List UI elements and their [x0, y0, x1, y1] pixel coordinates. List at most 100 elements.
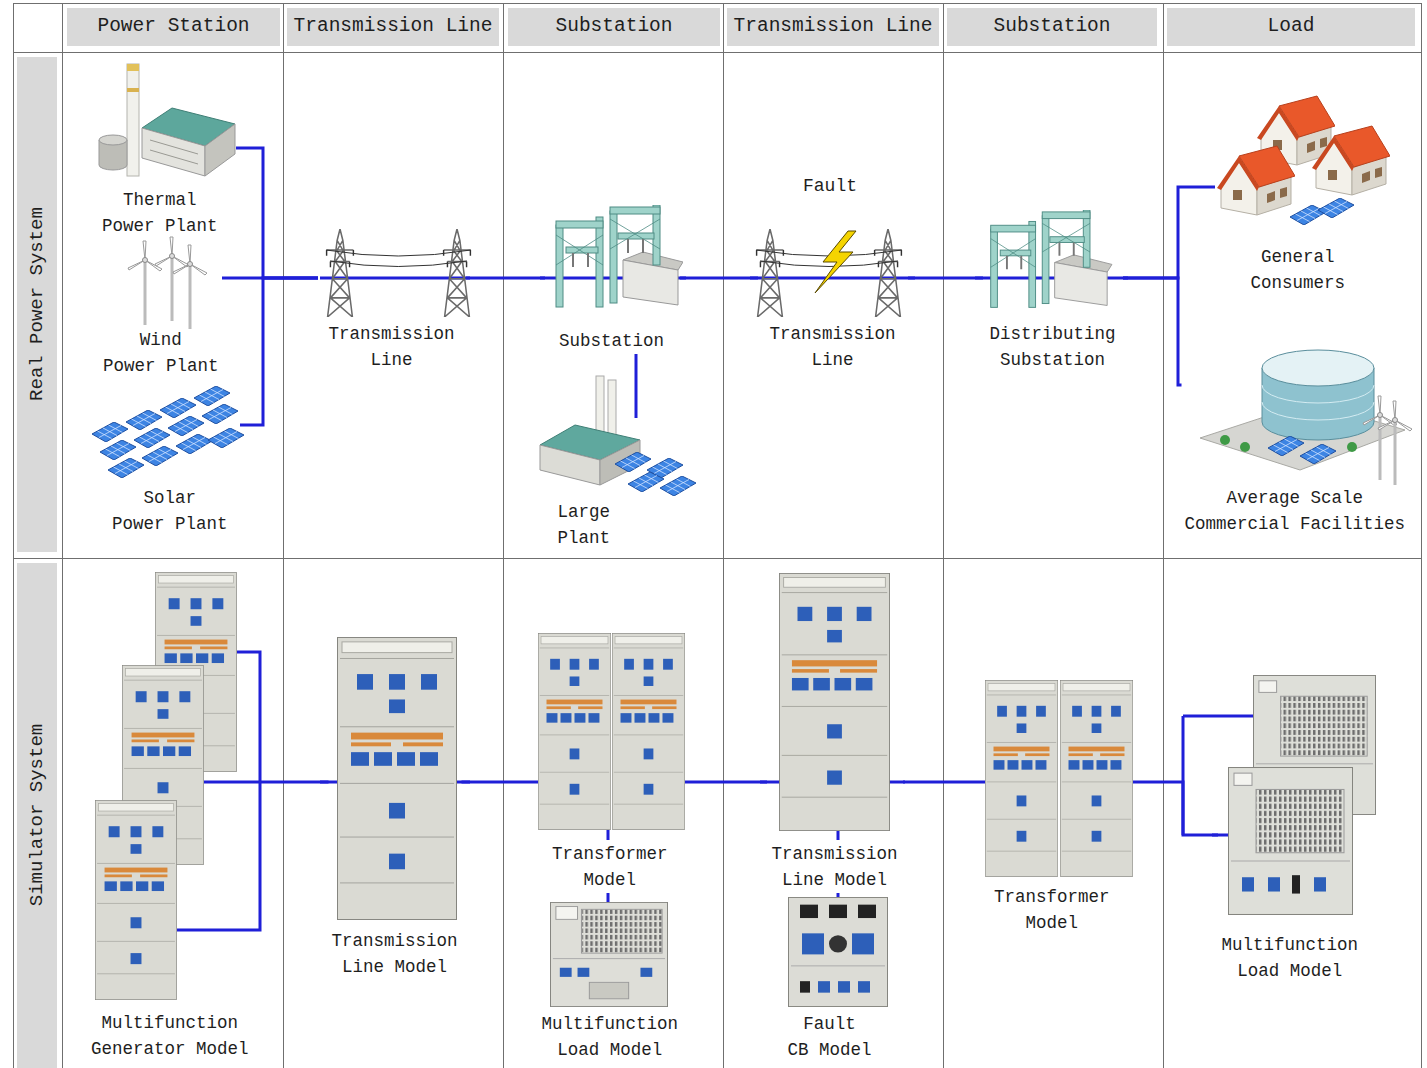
row-header-cell [17, 563, 57, 1068]
house [1312, 126, 1390, 195]
component-node: Substation [545, 205, 680, 354]
row-header-cell [17, 57, 57, 552]
header-cell [508, 8, 720, 46]
tree [1240, 442, 1250, 452]
node-caption: Distributing Substation [990, 321, 1116, 373]
row-header: Simulator System [26, 724, 49, 906]
tower [875, 229, 902, 317]
generator-bus [177, 652, 265, 930]
header-cell [67, 8, 280, 46]
overhead-wire [326, 250, 471, 267]
tree [1220, 435, 1230, 445]
component-node: Transformer Model [985, 680, 1133, 936]
node-caption: Multifunction Load Model [542, 1011, 679, 1063]
node-caption: Multifunction Load Model [1222, 932, 1359, 984]
solar-panel [142, 446, 178, 466]
substation-illustration [556, 205, 683, 307]
node-caption: Transmission Line [770, 321, 896, 373]
wind-turbine [128, 241, 162, 325]
component-node: Multifunction Load Model [1218, 675, 1378, 984]
solar-panel [160, 398, 196, 418]
load-cabinet [1229, 768, 1353, 915]
node-caption: Substation [559, 328, 664, 354]
breaker-cabinet [789, 897, 888, 1006]
house [1217, 146, 1295, 215]
thermal-plant-illustration [99, 64, 235, 176]
plant-wall [142, 128, 205, 176]
component-node: Fault CB Model [785, 897, 889, 1063]
component-node: Large Plant [530, 418, 700, 551]
load-cabinet [550, 902, 667, 1006]
header-cell [727, 8, 939, 46]
solar-panel [168, 416, 204, 436]
power-line [236, 148, 318, 278]
line-cabinet [779, 573, 889, 830]
solar-panel [1290, 205, 1326, 225]
header-cell [947, 8, 1157, 46]
transformer-cabinet [1060, 680, 1132, 876]
chimney-band [127, 88, 139, 92]
tank-top [99, 135, 127, 145]
component-node: Transmission Line Model [767, 572, 903, 893]
header-cell [1167, 8, 1415, 46]
component-node: Thermal Power Plant [95, 62, 236, 239]
row-header: Real Power System [26, 207, 49, 401]
component-node: Transmission Line Model [329, 636, 462, 980]
solar-panel [92, 422, 128, 442]
solar-panel [134, 428, 170, 448]
power-line [462, 781, 539, 784]
power-line [1123, 187, 1215, 278]
column-header: Substation [508, 8, 720, 46]
office-roof [1262, 350, 1374, 386]
power-line [1123, 278, 1182, 385]
column-header: Power Station [67, 8, 280, 46]
wind-plant-illustration [128, 237, 207, 329]
tower [444, 229, 471, 317]
plant-windows [150, 140, 198, 164]
solar-panel [615, 452, 651, 472]
node-caption: Thermal Power Plant [102, 187, 218, 239]
plant-wall [205, 124, 235, 176]
wind-turbine [1363, 396, 1397, 480]
power-line [466, 277, 545, 280]
generator-cabinet [95, 800, 176, 999]
transformer-cabinet [538, 633, 610, 829]
component-node: Transmission Line [758, 226, 908, 373]
power-line [685, 781, 767, 784]
transformer-cabinet [985, 680, 1057, 876]
column-header: Transmission Line [287, 8, 499, 46]
solar-plant-illustration [92, 386, 244, 478]
node-caption: Solar Power Plant [112, 485, 228, 537]
factory-wall [540, 445, 600, 485]
column-header: Load [1167, 8, 1415, 46]
power-line [903, 781, 985, 784]
solar-panel [194, 386, 230, 406]
line-cabinet [338, 637, 457, 919]
node-caption: Multifunction Generator Model [91, 1010, 249, 1062]
wind-turbine [155, 237, 189, 321]
power-line [680, 277, 758, 280]
component-node: Solar Power Plant [100, 386, 240, 537]
table-grid [13, 3, 1421, 1068]
component-node: Distributing Substation [983, 205, 1123, 373]
transformer-cabinet [612, 633, 684, 829]
column-header: Substation [947, 8, 1157, 46]
node-caption: Wind Power Plant [103, 327, 219, 379]
commercial-illustration [1200, 350, 1412, 485]
node-caption: Transmission Line Model [772, 841, 898, 893]
header-cell [287, 8, 499, 46]
power-line [1133, 782, 1218, 835]
simulator-cabinets [95, 572, 1375, 1006]
solar-panel [202, 404, 238, 424]
power-line [265, 781, 329, 784]
node-caption: Average Scale Commercial Facilities [1185, 485, 1406, 537]
power-line [607, 893, 610, 902]
component-node: Transmission Line [318, 226, 466, 373]
component-node: Wind Power Plant [100, 248, 222, 379]
chimney [596, 376, 604, 438]
node-caption: General Consumers [1251, 244, 1346, 296]
node-caption: Transformer Model [994, 884, 1110, 936]
solar-panel [628, 472, 664, 492]
wind-turbine [173, 245, 207, 329]
